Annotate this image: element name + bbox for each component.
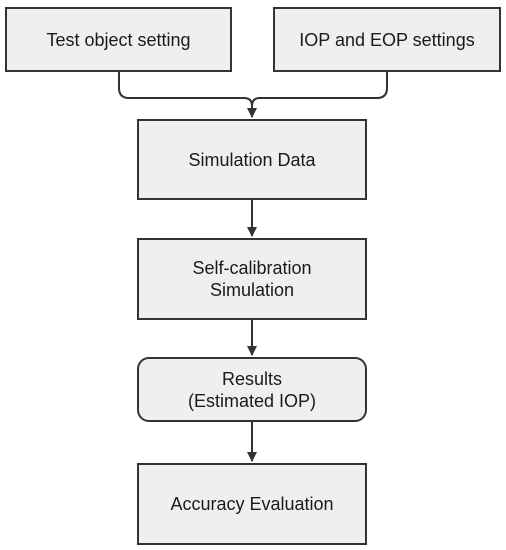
node-iop-eop-settings: IOP and EOP settings [273,7,501,72]
node-label: Results (Estimated IOP) [187,368,317,411]
connector-iop-eop-to-simulation-data [251,72,388,107]
node-label: IOP and EOP settings [299,29,475,50]
node-self-calibration-simulation: Self-calibration Simulation [137,238,367,320]
node-label: Accuracy Evaluation [170,494,334,514]
node-label: Self-calibration Simulation [192,258,312,300]
connector-test-object-to-simulation-data [118,72,257,118]
node-simulation-data: Simulation Data [137,119,367,200]
node-label: Simulation Data [188,149,316,170]
node-results: Results (Estimated IOP) [137,357,367,422]
node-accuracy-evaluation: Accuracy Evaluation [137,463,367,545]
node-label: Test object setting [46,29,191,50]
node-test-object-setting: Test object setting [5,7,232,72]
